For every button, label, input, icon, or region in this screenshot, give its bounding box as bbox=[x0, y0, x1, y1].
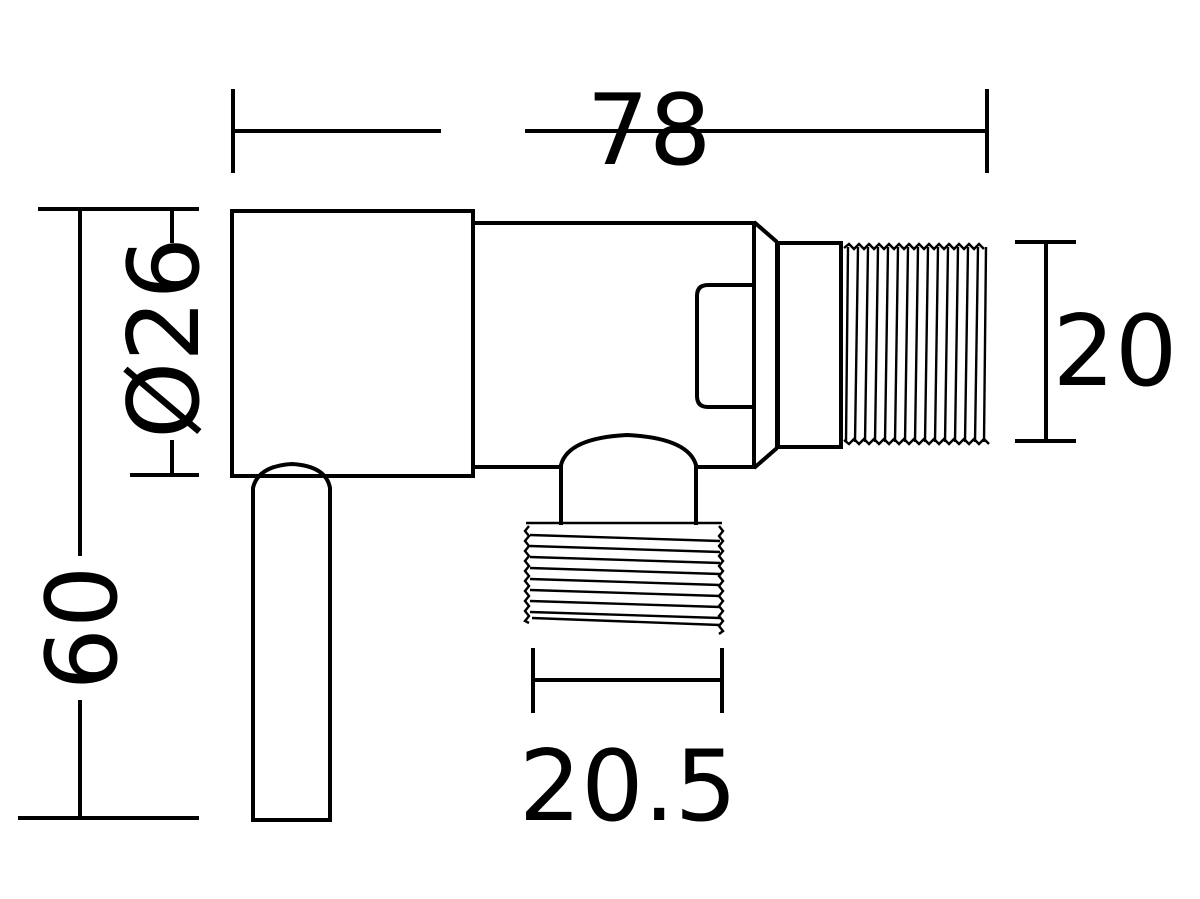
inlet-neck bbox=[559, 432, 698, 525]
dimension-label-diameter-26: Ø26 bbox=[108, 237, 222, 439]
hex-nut bbox=[776, 241, 843, 449]
valve-body bbox=[473, 221, 756, 469]
dimension-label-20: 20 bbox=[1053, 295, 1178, 409]
dimension-inlet-thread: 20.5 bbox=[519, 648, 737, 844]
outlet-thread bbox=[843, 242, 990, 446]
dimension-overall-length: 78 bbox=[231, 74, 989, 188]
dimension-outlet-thread: 20 bbox=[1015, 240, 1178, 443]
dimension-overall-height: 60 bbox=[18, 207, 199, 820]
dimension-label-20-5: 20.5 bbox=[519, 730, 737, 844]
lever-handle bbox=[251, 461, 332, 822]
inlet-thread bbox=[523, 521, 725, 635]
dimension-label-60: 60 bbox=[26, 566, 140, 691]
handle-cap bbox=[230, 209, 475, 478]
chamfer-ring bbox=[752, 220, 779, 470]
dimension-label-78: 78 bbox=[587, 74, 712, 188]
dimension-handle-diameter: Ø26 bbox=[108, 209, 222, 477]
recessed-window bbox=[695, 283, 754, 409]
